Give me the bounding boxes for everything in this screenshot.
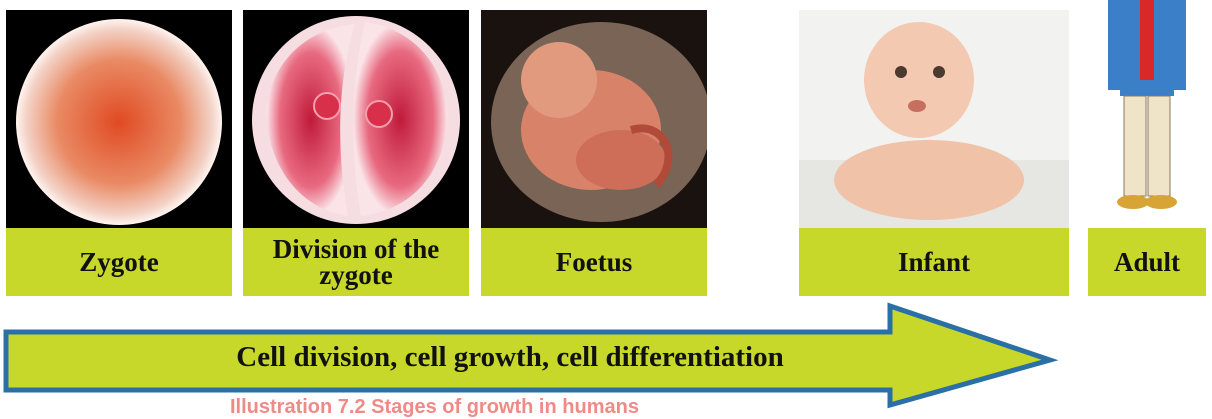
zygote-image <box>6 10 232 228</box>
stage-label-zygote: Zygote <box>6 228 232 296</box>
figure-caption: Illustration 7.2 Stages of growth in hum… <box>230 396 830 419</box>
foetus-image <box>481 10 707 228</box>
adult-image <box>1088 0 1206 228</box>
infant-image <box>799 10 1069 228</box>
stage-label-foetus: Foetus <box>481 228 707 296</box>
arrow-label: Cell division, cell growth, cell differe… <box>150 341 870 374</box>
stage-label-infant: Infant <box>799 228 1069 296</box>
stage-label-division: Division of the zygote <box>243 228 469 296</box>
dividing-zygote-image <box>243 10 469 228</box>
stage-label-adult: Adult <box>1088 228 1206 296</box>
